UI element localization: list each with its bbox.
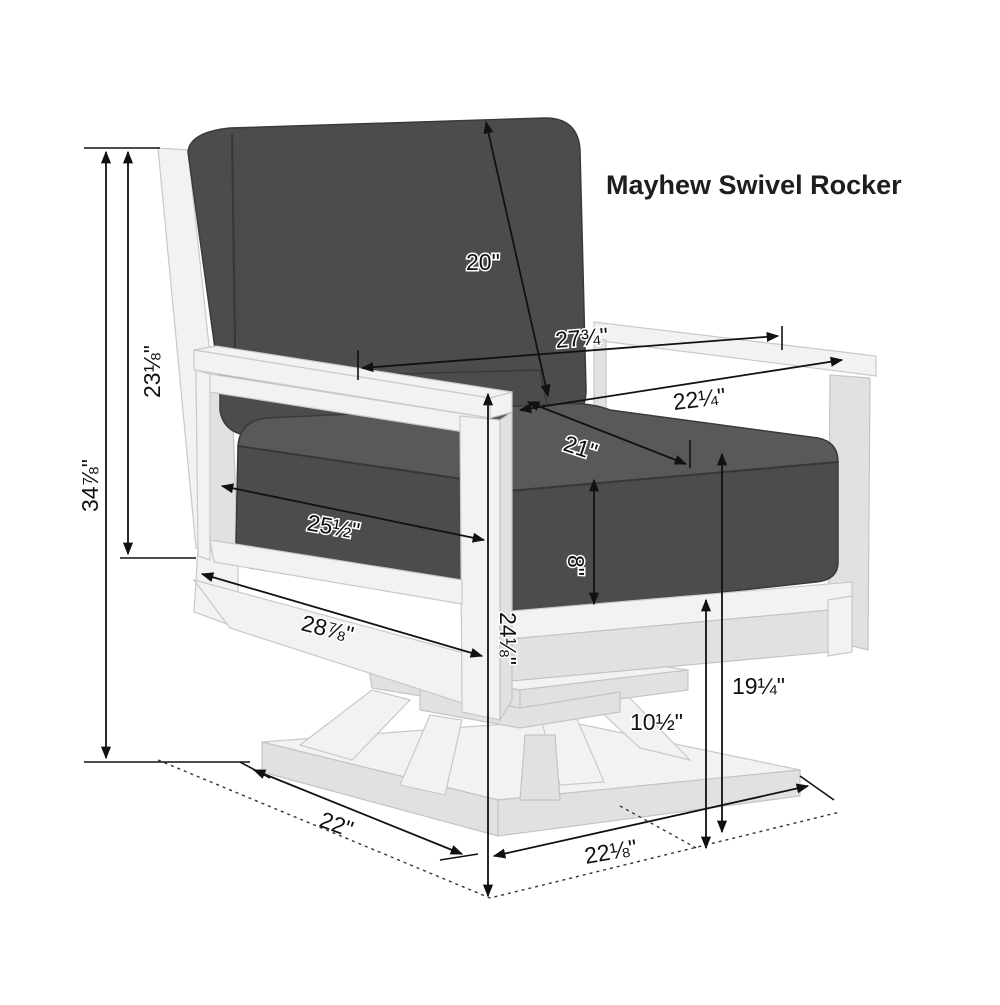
label-back-height: 23⅛" — [139, 345, 165, 398]
product-title: Mayhew Swivel Rocker — [606, 170, 902, 200]
label-base-height: 10½" — [630, 709, 683, 735]
label-seat-height: 19¼" — [732, 673, 785, 699]
label-inner-width: 22¼" — [671, 383, 727, 415]
label-arm-height: 24⅛" — [495, 612, 521, 665]
seat-cushion — [235, 402, 839, 616]
label-base-depth: 22" — [316, 806, 357, 842]
dimension-lines — [84, 120, 844, 898]
label-overall-height: 34⅞" — [77, 459, 103, 512]
label-back-cushion-height: 20" — [466, 249, 500, 275]
label-seat-cushion-thickness: 8" — [563, 555, 589, 576]
label-overall-width: 27¾" — [554, 322, 609, 353]
